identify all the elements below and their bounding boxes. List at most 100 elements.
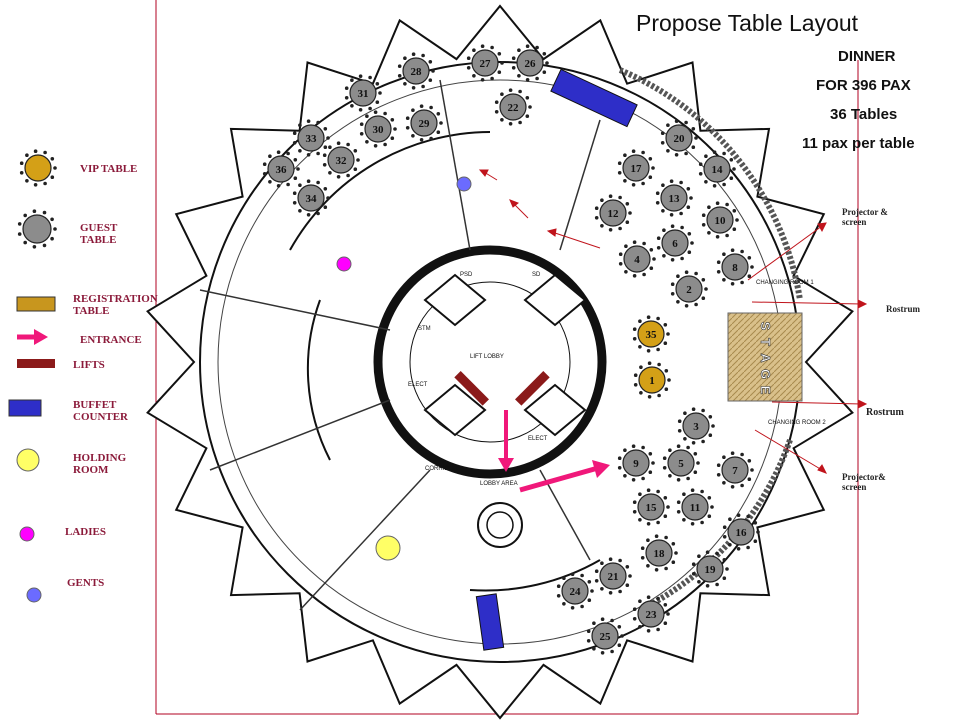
table-top <box>706 206 734 234</box>
chair-mark <box>656 246 661 250</box>
chair-mark <box>664 387 669 392</box>
chair-mark <box>669 179 674 183</box>
table-2: 2 <box>670 270 708 308</box>
chair-mark <box>638 319 642 324</box>
chair-mark <box>641 181 645 186</box>
chair-mark <box>50 217 54 222</box>
chair-mark <box>23 213 28 218</box>
table-number: 25 <box>600 631 612 643</box>
chair-mark <box>684 304 689 308</box>
chair-mark <box>517 74 521 78</box>
chair-mark <box>656 489 660 494</box>
table-number: 23 <box>646 609 658 621</box>
table-top <box>623 245 651 273</box>
chair-mark <box>344 86 349 90</box>
chair-mark <box>725 202 729 207</box>
table-number: 27 <box>480 58 492 70</box>
chair-mark <box>368 75 372 80</box>
table-13: 13 <box>655 179 693 217</box>
chair-mark <box>600 587 604 591</box>
table-number: 1 <box>649 375 655 387</box>
table-number: 4 <box>634 254 640 266</box>
corridor-wall-bottom <box>469 559 601 592</box>
chair-mark <box>322 153 327 157</box>
table-top <box>637 600 665 628</box>
chair-mark <box>525 114 530 118</box>
table-35: 35 <box>632 315 670 353</box>
chair-mark <box>587 580 592 584</box>
page-title: Propose Table Layout <box>636 10 859 36</box>
chair-mark <box>670 292 675 296</box>
chair-mark <box>625 220 630 224</box>
chair-mark <box>646 595 651 599</box>
table-top <box>599 199 627 227</box>
chair-mark <box>600 224 604 228</box>
chair-mark <box>740 483 744 488</box>
chair-mark <box>747 477 752 482</box>
chair-mark <box>656 596 660 601</box>
chair-mark <box>323 187 328 191</box>
chair-mark <box>466 66 471 70</box>
chair-mark <box>316 180 320 185</box>
lobby-area-label: LOBBY AREA <box>480 481 518 487</box>
chair-mark <box>638 518 642 522</box>
chair-mark <box>608 557 613 561</box>
table-number: 9 <box>633 458 639 470</box>
chair-mark <box>436 112 441 116</box>
chair-mark <box>716 260 721 265</box>
table-20: 20 <box>660 119 698 157</box>
chair-mark <box>732 167 736 171</box>
chair-mark <box>747 255 752 260</box>
chair-mark <box>646 564 650 568</box>
chair-mark <box>545 61 549 65</box>
chair-mark <box>705 550 710 554</box>
chair-mark <box>701 408 705 413</box>
projector-screen-top-label: Projector & screen <box>842 207 888 227</box>
table-9: 9 <box>617 444 655 482</box>
chair-mark <box>336 175 341 179</box>
chair-mark <box>608 228 613 232</box>
buffet-counter-top <box>550 68 638 128</box>
chair-mark <box>556 584 561 588</box>
chair-mark <box>704 287 708 291</box>
chair-mark <box>390 118 395 122</box>
chair-mark <box>336 141 341 145</box>
chair-mark <box>646 488 651 493</box>
chair-mark <box>608 194 613 198</box>
chair-mark <box>722 182 726 187</box>
chair-mark <box>690 522 695 526</box>
chair-mark <box>686 476 690 481</box>
chair-mark <box>33 183 38 187</box>
chair-mark <box>664 566 668 571</box>
chair-mark <box>722 278 726 282</box>
chair-mark <box>676 274 680 279</box>
stage-letter: E <box>758 386 773 395</box>
event-per-table: 11 pax per table <box>802 135 915 152</box>
chair-mark <box>663 496 668 500</box>
chair-mark <box>632 500 637 505</box>
table-32: 32 <box>322 141 360 179</box>
table-number: 30 <box>373 124 385 136</box>
legend-ladies-label: LADIES <box>65 526 106 538</box>
chair-mark <box>648 470 653 475</box>
chair-mark <box>298 149 302 153</box>
table-number: 7 <box>732 465 738 477</box>
chair-mark <box>660 141 665 145</box>
chair-mark <box>676 478 681 482</box>
chair-mark <box>707 231 711 235</box>
chair-mark <box>640 556 645 560</box>
chair-mark <box>693 470 698 475</box>
table-number: 3 <box>693 421 699 433</box>
table-top <box>364 115 392 143</box>
table-top <box>297 124 325 152</box>
table-number: 14 <box>712 164 724 176</box>
chair-mark <box>716 463 721 468</box>
table-36: 36 <box>262 150 300 188</box>
chair-mark <box>421 53 425 58</box>
chair-mark <box>328 171 332 175</box>
chair-mark <box>646 349 651 353</box>
chair-mark <box>50 157 55 161</box>
legend-guest-symbol <box>17 209 57 249</box>
chair-mark <box>682 492 686 497</box>
chair-mark <box>691 562 696 566</box>
